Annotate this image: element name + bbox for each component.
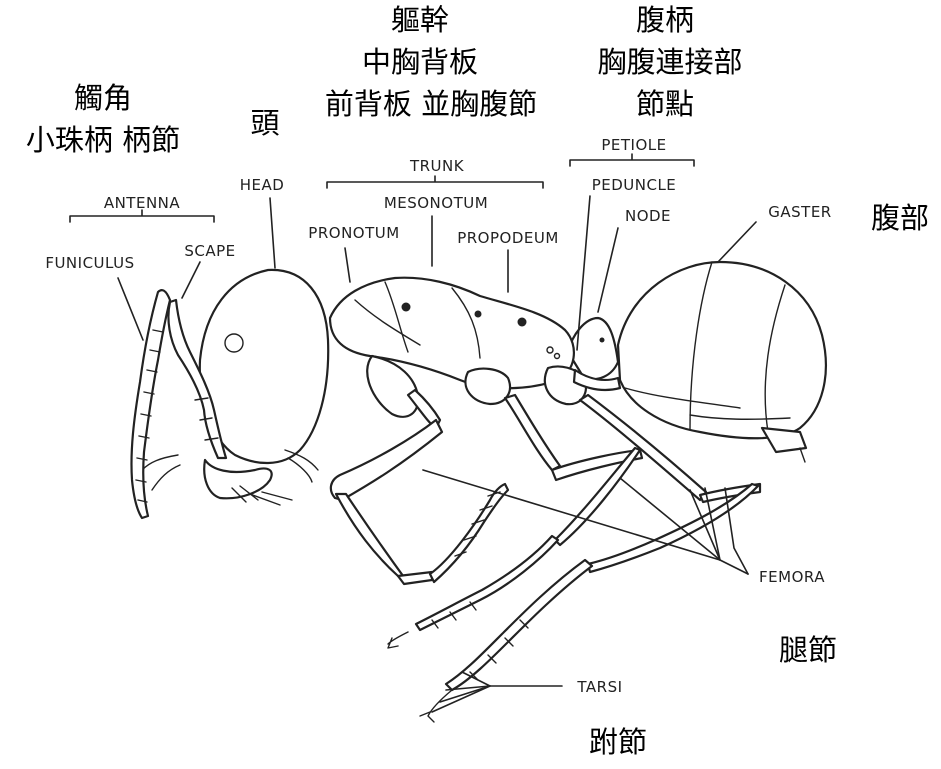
label-femora: FEMORA xyxy=(759,568,825,586)
label-petiole: PETIOLE xyxy=(601,136,666,154)
label-gaster: GASTER xyxy=(768,203,831,221)
label-node: NODE xyxy=(625,207,671,225)
label-head: HEAD xyxy=(240,176,285,194)
label-funiculus: FUNICULUS xyxy=(45,254,134,272)
zh-label-peduncle: 胸腹連接部 xyxy=(597,45,742,79)
label-propodeum: PROPODEUM xyxy=(457,229,559,247)
zh-label-node: 節點 xyxy=(636,87,694,121)
ant-illustration xyxy=(131,262,825,722)
zh-label-head: 頭 xyxy=(250,106,279,140)
label-pronotum: PRONOTUM xyxy=(308,224,399,242)
zh-label-femora: 腿節 xyxy=(779,633,837,667)
label-scape: SCAPE xyxy=(184,242,235,260)
label-peduncle: PEDUNCLE xyxy=(592,176,677,194)
leader-lines xyxy=(70,154,756,712)
label-mesonotum: MESONOTUM xyxy=(384,194,488,212)
zh-label-trunk: 軀幹 xyxy=(391,3,449,37)
zh-label-mesonotum: 中胸背板 xyxy=(362,45,478,79)
label-trunk: TRUNK xyxy=(409,157,465,175)
zh-label-antenna: 觸角 xyxy=(74,81,132,115)
zh-label-tarsi: 跗節 xyxy=(589,725,647,759)
label-tarsi: TARSI xyxy=(576,678,622,696)
zh-label-funiculus-scape: 小珠柄 柄節 xyxy=(26,123,180,157)
zh-label-pronotum-propodeum: 前背板 並胸腹節 xyxy=(325,87,537,121)
zh-label-petiole: 腹柄 xyxy=(636,3,694,37)
gaster-shape xyxy=(618,262,826,438)
label-antenna: ANTENNA xyxy=(104,194,181,212)
zh-label-gaster: 腹部 xyxy=(871,201,929,235)
